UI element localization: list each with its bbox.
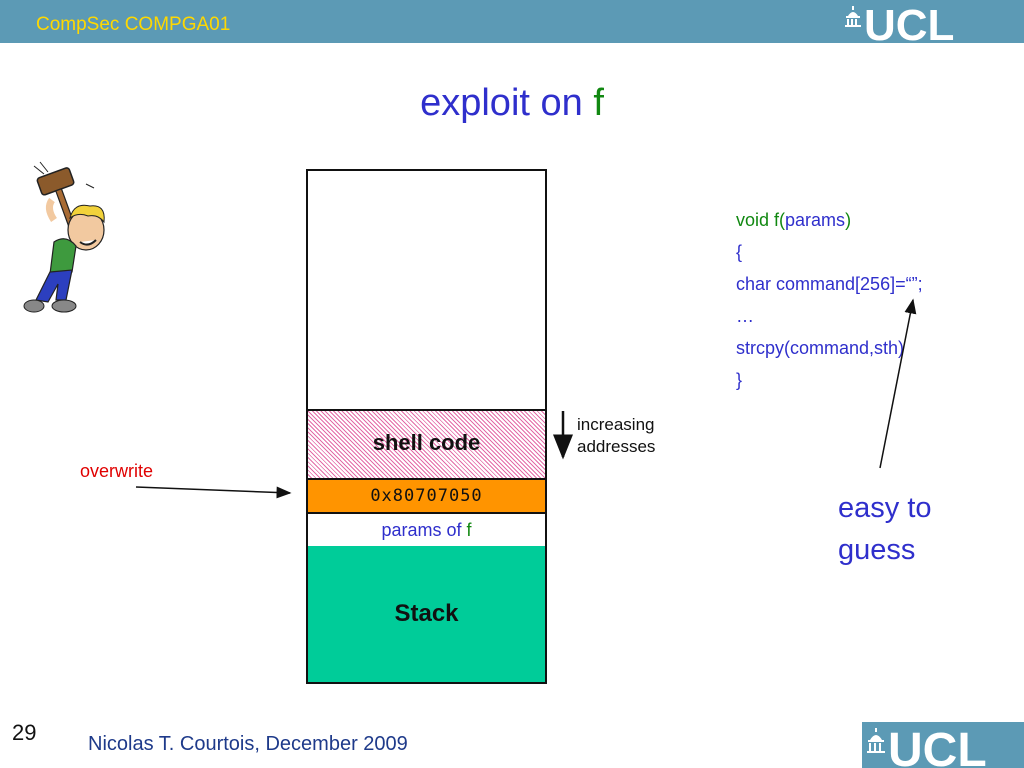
header-bar: CompSec COMPGA01 UCL	[0, 0, 1024, 43]
svg-text:UCL: UCL	[864, 2, 954, 42]
code-line: …	[736, 300, 923, 332]
svg-text:UCL: UCL	[888, 724, 987, 768]
author-footer: Nicolas T. Courtois, December 2009	[88, 733, 408, 756]
hammer-man-illustration	[14, 160, 114, 330]
direction-label: increasing addresses	[577, 414, 655, 458]
page-number: 29	[12, 720, 36, 746]
params-region: params of f	[308, 514, 545, 546]
code-line: {	[736, 236, 923, 268]
code-line: }	[736, 364, 923, 396]
code-line: char command[256]=“”;	[736, 268, 923, 300]
code-line: void f(params)	[736, 204, 923, 236]
ucl-logo-footer: UCL	[862, 722, 1024, 768]
shell-code-region: shell code	[308, 411, 545, 480]
overwrite-label: overwrite	[80, 461, 153, 482]
code-line: strcpy(command,sth)	[736, 332, 923, 364]
easy-to-guess-callout: easy to guess	[838, 487, 932, 571]
course-title: CompSec COMPGA01	[36, 14, 230, 36]
shell-code-label: shell code	[308, 430, 545, 456]
overwrite-arrow	[136, 487, 290, 493]
empty-buffer-region	[308, 171, 545, 411]
memory-stack-diagram: shell code 0x80707050 params of f Stack	[306, 169, 547, 684]
ucl-logo: UCL	[842, 2, 994, 42]
slide-title: exploit on f	[0, 82, 1024, 125]
code-snippet: void f(params) { char command[256]=“”; ……	[736, 204, 923, 396]
stack-region: Stack	[308, 546, 545, 682]
return-address-region: 0x80707050	[308, 480, 545, 514]
